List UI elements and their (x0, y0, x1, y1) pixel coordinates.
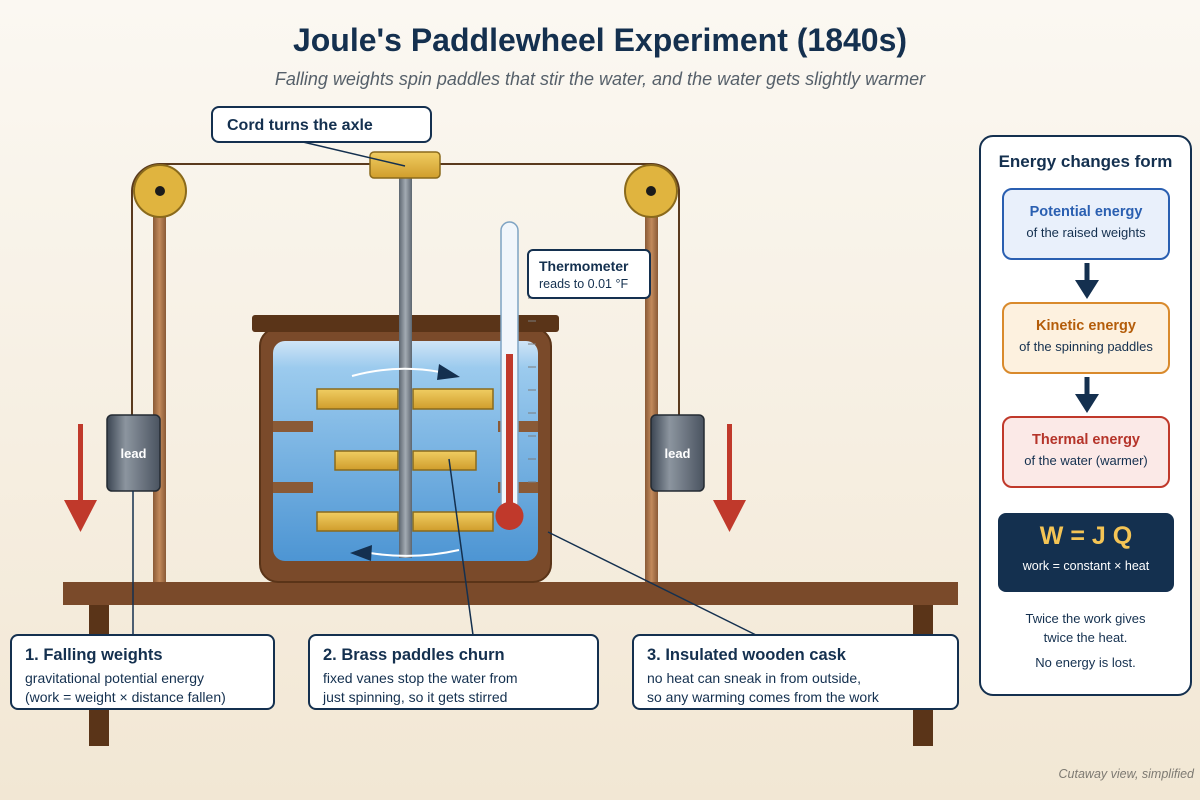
caption-title: 3. Insulated wooden cask (647, 646, 846, 664)
page-title: Joule's Paddlewheel Experiment (1840s) (292, 22, 908, 58)
energy-stage-name: Kinetic energy (1036, 318, 1136, 334)
leader-paddles (448, 458, 474, 636)
energy-stage-detail: of the raised weights (1026, 225, 1146, 240)
leader-lines (132, 141, 757, 636)
leader-cask (547, 531, 757, 636)
energy-stage-thermal: Thermal energy of the water (warmer) (1002, 416, 1170, 488)
thermometer-bulb (495, 502, 524, 530)
caption-title: 2. Brass paddles churn (323, 646, 505, 664)
formula-box: W = J Q work = constant × heat (998, 513, 1174, 592)
energy-panel: Energy changes form Potential energy of … (979, 135, 1192, 696)
lead-weight-right-label: lead (664, 446, 690, 461)
caption-line: gravitational potential energy (25, 670, 205, 686)
leader-cord (302, 141, 406, 167)
down-arrow-icon (1075, 263, 1099, 299)
post-left (153, 190, 166, 582)
energy-stage-name: Thermal energy (1032, 432, 1140, 448)
down-arrow-icon (1075, 377, 1099, 413)
thermometer-callout-detail: reads to 0.01 °F (539, 277, 629, 291)
caption-title: 1. Falling weights (25, 646, 163, 664)
caption-line: so any warming comes from the work (647, 689, 879, 705)
energy-stage-detail: of the water (warmer) (1024, 453, 1148, 468)
cord-callout: Cord turns the axle (211, 106, 432, 143)
caption-line: no heat can sneak in from outside, (647, 670, 862, 686)
lead-weight-right: lead (650, 414, 705, 492)
footnote: Cutaway view, simplified (1058, 767, 1194, 781)
formula-equation: W = J Q (1039, 522, 1133, 550)
caption-line: (work = weight × distance fallen) (25, 689, 226, 705)
panel-note: Twice the work gives twice the heat. (981, 609, 1190, 647)
caption-line: fixed vanes stop the water from (323, 670, 518, 686)
pulley-left (133, 164, 187, 218)
falling-arrow-right (713, 424, 746, 532)
lead-weight-left: lead (106, 414, 161, 492)
thermometer-callout-title: Thermometer (539, 258, 629, 274)
formula-legend: work = constant × heat (1022, 559, 1150, 573)
mercury-column (506, 354, 513, 514)
panel-note-line: twice the heat. (1043, 630, 1128, 645)
caption-line: just spinning, so it gets stirred (323, 689, 508, 705)
panel-note-line: Twice the work gives (1025, 611, 1146, 626)
caption-falling-weights: 1. Falling weights gravitational potenti… (10, 634, 275, 710)
cord-callout-label: Cord turns the axle (227, 117, 373, 134)
brass-paddles (316, 388, 494, 532)
rotation-arrow-bottom (350, 545, 460, 561)
caption-wooden-cask: 3. Insulated wooden cask no heat can sne… (632, 634, 959, 710)
axle-drum (369, 151, 441, 179)
energy-stage-name: Potential energy (1029, 204, 1143, 220)
energy-stage-potential: Potential energy of the raised weights (1002, 188, 1170, 260)
page-subtitle: Falling weights spin paddles that stir t… (274, 69, 926, 89)
energy-stage-detail: of the spinning paddles (1019, 339, 1153, 354)
energy-stage-kinetic: Kinetic energy of the spinning paddles (1002, 302, 1170, 374)
lead-weight-left-label: lead (120, 446, 146, 461)
falling-arrow-left (64, 424, 97, 532)
axle (399, 176, 412, 558)
pulley-right (624, 164, 678, 218)
energy-panel-title: Energy changes form (998, 152, 1173, 171)
panel-note-conservation: No energy is lost. (1035, 655, 1136, 670)
thermometer-callout: Thermometer reads to 0.01 °F (527, 249, 651, 299)
table-top (63, 582, 958, 605)
rotation-arrow-top (351, 364, 460, 380)
caption-brass-paddles: 2. Brass paddles churn fixed vanes stop … (308, 634, 599, 710)
